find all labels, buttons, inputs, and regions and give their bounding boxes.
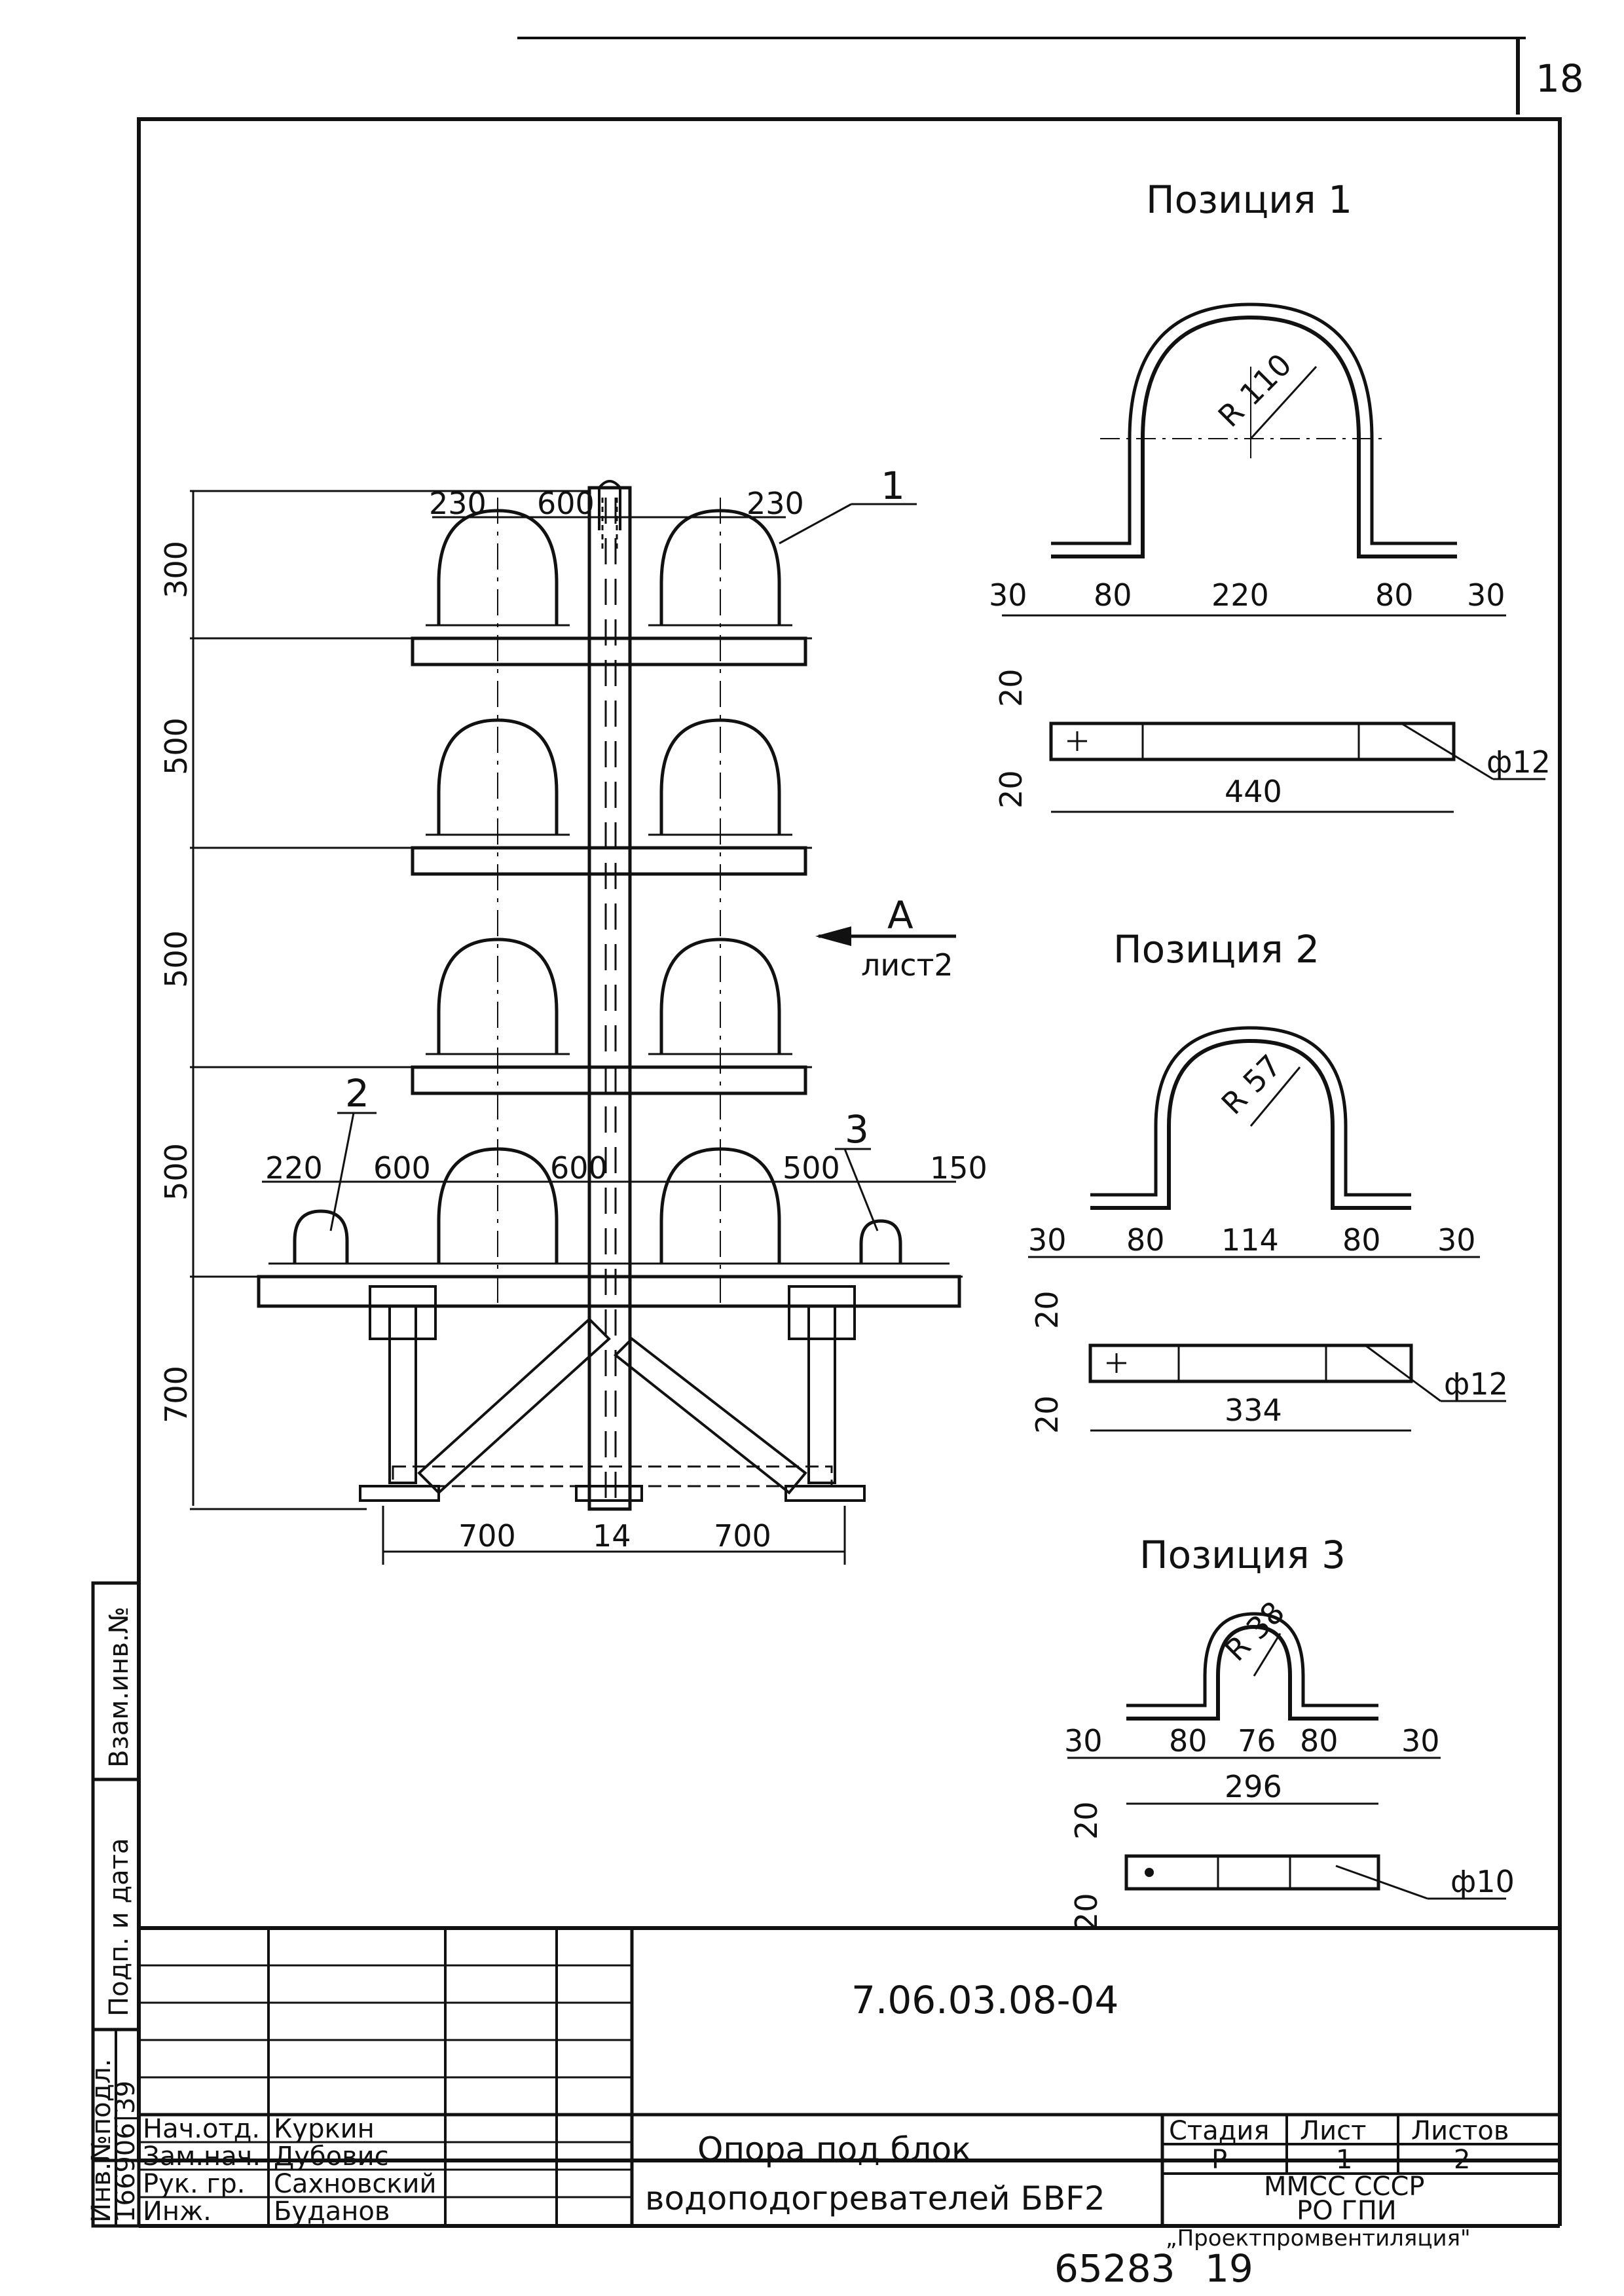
stage-value: Р xyxy=(1211,2145,1227,2175)
position-2-dim-1: 30 xyxy=(1028,1222,1067,1258)
base-dim-3: 700 xyxy=(714,1518,771,1554)
position-3-dim-3: 76 xyxy=(1238,1723,1276,1758)
role-1: Нач.отд. xyxy=(143,2114,260,2144)
position-1-thick-1: 20 xyxy=(993,668,1029,707)
position-3: Позиция 3 R 38 30 80 76 80 30 296 ф10 20… xyxy=(1064,1533,1515,1931)
position-2-thick-2: 20 xyxy=(1029,1395,1065,1434)
lower-dim-3: 600 xyxy=(550,1150,608,1186)
role-4: Инж. xyxy=(143,2196,212,2227)
base-dim-1: 700 xyxy=(458,1518,516,1554)
title-line-1: Опора под блок xyxy=(697,2130,971,2168)
name-3: Сахновский xyxy=(274,2169,436,2199)
level-dim-4: 500 xyxy=(158,1143,194,1201)
view-sheet-ref: лист2 xyxy=(861,947,953,983)
position-2-thick-1: 20 xyxy=(1029,1290,1065,1329)
level-dim-1: 300 xyxy=(158,541,194,598)
sheet-value: 1 xyxy=(1336,2145,1352,2175)
position-3-dim-1: 30 xyxy=(1064,1723,1103,1758)
position-1-radius: R 110 xyxy=(1211,347,1299,434)
bottom-number: 65283 xyxy=(1054,2246,1175,2291)
position-1-dim-2: 80 xyxy=(1094,577,1132,613)
doc-code: 7.06.03.08-04 xyxy=(851,1978,1118,2022)
lower-dim-1: 220 xyxy=(265,1150,323,1186)
position-1: Позиция 1 R 110 30 80 220 80 30 ф12 20 2… xyxy=(989,177,1551,813)
level-dim-3: 500 xyxy=(158,930,194,988)
position-1-length: 440 xyxy=(1225,774,1282,809)
position-2-hole: ф12 xyxy=(1444,1366,1508,1402)
drawing-frame xyxy=(137,117,1562,2162)
base-dim-2: 14 xyxy=(593,1518,631,1554)
position-1-thick-2: 20 xyxy=(993,770,1029,809)
position-1-hole: ф12 xyxy=(1486,744,1551,780)
shelf-1 xyxy=(411,636,807,666)
top-dim-3: 230 xyxy=(747,486,804,521)
stage-label: Стадия xyxy=(1169,2116,1269,2146)
position-3-radius: R 38 xyxy=(1218,1594,1292,1668)
side-stamp-inv-value: 166906|39 xyxy=(111,2081,141,2223)
sheets-label: Листов xyxy=(1411,2116,1509,2146)
lower-dim-5: 150 xyxy=(930,1150,987,1186)
position-1-dim-4: 80 xyxy=(1375,577,1414,613)
side-stamp: Взам.инв.№ Подп. и дата Инв.№подл. 16690… xyxy=(86,1581,141,2228)
level-dim-5: 700 xyxy=(158,1366,194,1423)
position-3-hole: ф10 xyxy=(1450,1864,1515,1899)
position-1-dim-1: 30 xyxy=(989,577,1027,613)
position-1-dim-3: 220 xyxy=(1211,577,1269,613)
role-2: Зам.нач. xyxy=(143,2141,261,2172)
position-3-thick-1: 20 xyxy=(1069,1801,1104,1840)
callout-1: 1 xyxy=(881,464,905,508)
position-3-title: Позиция 3 xyxy=(1139,1533,1346,1577)
sheets-value: 2 xyxy=(1454,2145,1470,2175)
position-1-title: Позиция 1 xyxy=(1146,177,1352,222)
central-column xyxy=(587,486,632,1511)
position-3-thick-2: 20 xyxy=(1069,1893,1104,1931)
position-2-dim-3: 114 xyxy=(1221,1222,1279,1258)
side-stamp-inv: Инв.№подл. xyxy=(86,2058,117,2223)
top-dim-1: 230 xyxy=(429,486,487,521)
position-3-dim-5: 30 xyxy=(1401,1723,1440,1758)
side-stamp-podp: Подп. и дата xyxy=(104,1838,134,2016)
name-4: Буданов xyxy=(274,2196,390,2227)
bottom-sheet: 19 xyxy=(1205,2246,1253,2291)
top-dim-2: 600 xyxy=(537,486,595,521)
title-line-2: водоподогревателей БВF2 xyxy=(645,2179,1105,2217)
shelf-3 xyxy=(411,1065,807,1095)
position-2-title: Позиция 2 xyxy=(1113,927,1320,972)
position-3-length: 296 xyxy=(1225,1769,1282,1804)
position-3-dim-4: 80 xyxy=(1300,1723,1338,1758)
org-line-2: РО ГПИ xyxy=(1297,2196,1397,2226)
sheet-label: Лист xyxy=(1300,2116,1366,2146)
position-2: Позиция 2 R 57 30 80 114 80 30 ф12 20 20… xyxy=(1028,927,1508,1434)
position-2-radius: R 57 xyxy=(1215,1048,1289,1121)
position-2-dim-5: 30 xyxy=(1437,1222,1476,1258)
position-2-dim-4: 80 xyxy=(1342,1222,1381,1258)
callout-3: 3 xyxy=(845,1107,869,1152)
lower-dim-4: 500 xyxy=(783,1150,840,1186)
view-arrow-label: A xyxy=(887,893,913,938)
org-line-3: „Проектпромвентиляция" xyxy=(1166,2225,1471,2251)
position-1-dim-5: 30 xyxy=(1467,577,1505,613)
shelf-2 xyxy=(411,846,807,876)
org-line-1: ММСС СССР xyxy=(1264,2172,1425,2202)
name-1: Куркин xyxy=(274,2114,375,2144)
callout-2: 2 xyxy=(345,1071,369,1116)
position-2-length: 334 xyxy=(1225,1393,1282,1428)
role-3: Рук. гр. xyxy=(143,2169,246,2199)
position-3-dim-2: 80 xyxy=(1169,1723,1208,1758)
lower-dim-2: 600 xyxy=(373,1150,431,1186)
sheet-number: 18 xyxy=(1536,56,1584,101)
side-stamp-vzam: Взам.инв.№ xyxy=(104,1607,134,1768)
name-2: Дубовис xyxy=(274,2141,389,2172)
level-dim-2: 500 xyxy=(158,718,194,775)
title-block: 7.06.03.08-04 Нач.отд. Зам.нач. Рук. гр.… xyxy=(139,1926,1562,2251)
position-2-dim-2: 80 xyxy=(1126,1222,1165,1258)
main-view: 300 500 500 500 700 230 600 230 220 600 … xyxy=(158,464,987,1565)
